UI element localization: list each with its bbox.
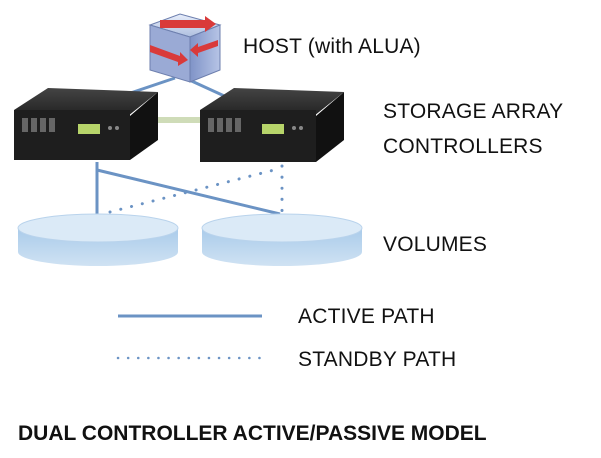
server-host-icon xyxy=(148,13,222,83)
standby-paths xyxy=(108,164,284,220)
volume-left xyxy=(17,213,179,266)
active-paths xyxy=(95,162,281,218)
controller-left xyxy=(14,88,158,160)
controller-right xyxy=(200,88,344,162)
controllers-label-line2: CONTROLLERS xyxy=(383,135,543,158)
legend-standby-label: STANDBY PATH xyxy=(298,348,457,371)
volume-right xyxy=(201,213,363,266)
controllers-label-line1: STORAGE ARRAY xyxy=(383,100,564,123)
host-label: HOST (with ALUA) xyxy=(243,35,421,58)
diagram-title: DUAL CONTROLLER ACTIVE/PASSIVE MODEL xyxy=(18,422,487,445)
legend-active-label: ACTIVE PATH xyxy=(298,305,435,328)
volumes-label: VOLUMES xyxy=(383,233,488,256)
